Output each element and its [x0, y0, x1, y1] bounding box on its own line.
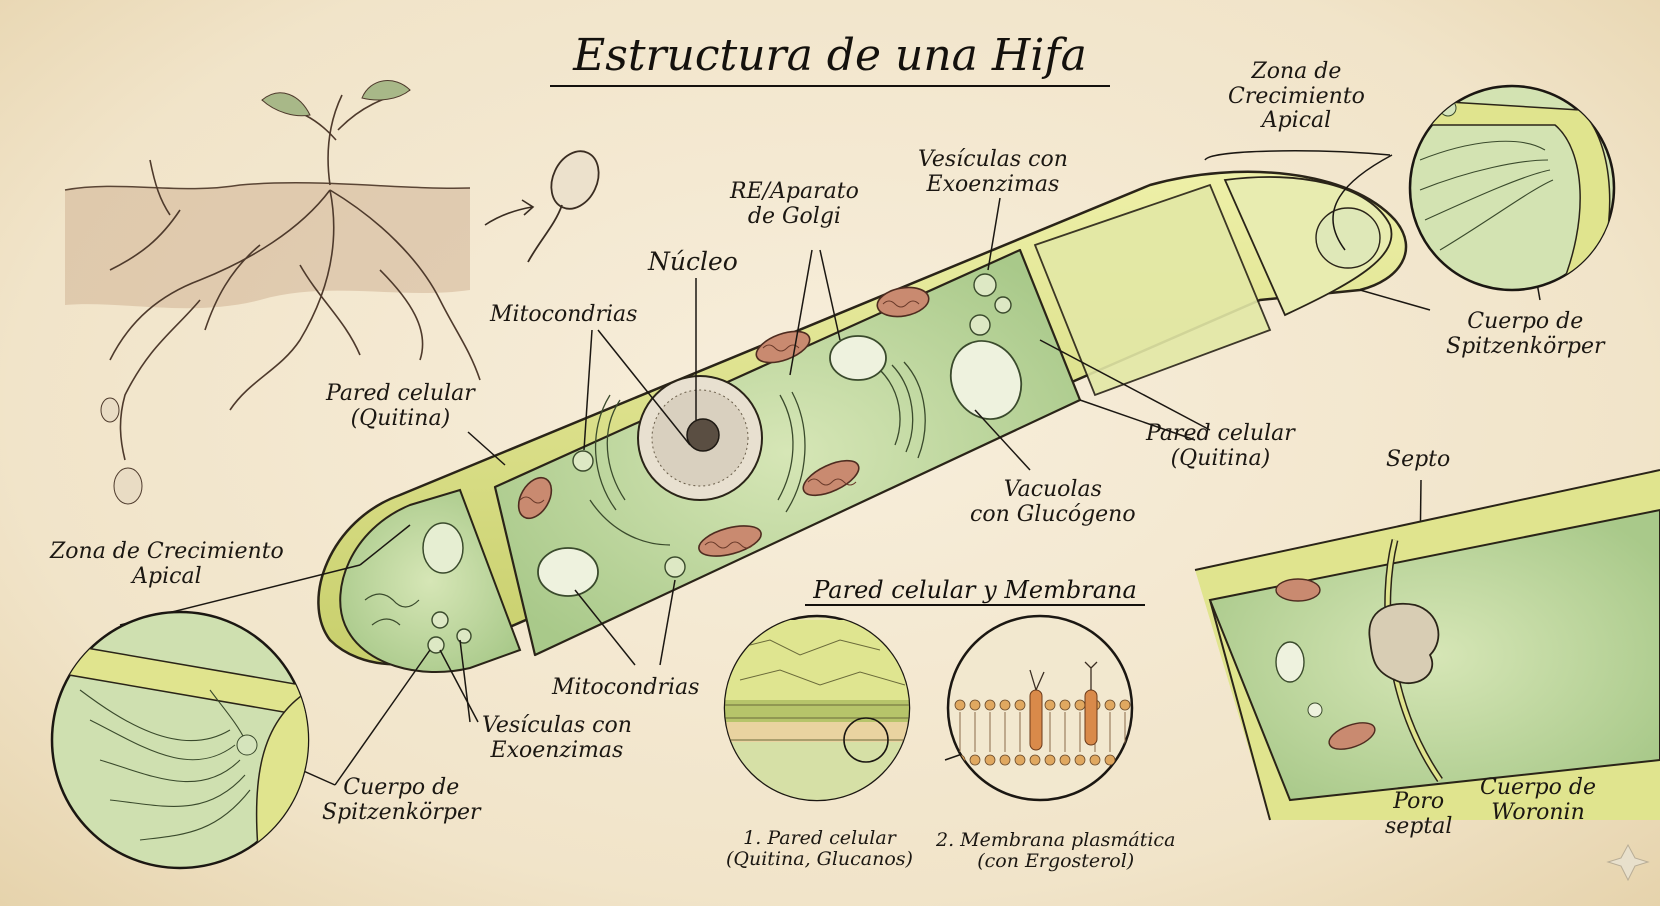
section-title: Pared celular y Membrana	[805, 576, 1145, 606]
label-vesiculas-bottom-line2: Exoenzimas	[490, 737, 624, 763]
label-nucleo: Núcleo	[648, 247, 738, 276]
label-zona-left-line1: Zona de Crecimiento	[50, 539, 284, 564]
label-cuerpo-bottom: Cuerpo de Spitzenkörper	[322, 775, 481, 825]
label-pared-right-line2: (Quitina)	[1170, 445, 1271, 471]
caption-membrana: 2. Membrana plasmática (con Ergosterol)	[936, 829, 1176, 873]
label-poro-line2: septal	[1385, 813, 1453, 839]
label-pared-right-line1: Pared celular	[1146, 421, 1295, 446]
label-pared-left-line1: Pared celular	[326, 381, 475, 406]
label-vesiculas-bottom-line1: Vesículas con	[482, 713, 632, 738]
label-cuerpo-top-line1: Cuerpo de	[1467, 309, 1584, 334]
label-woronin-line2: Woronin	[1491, 799, 1585, 825]
label-zona-top-line3: Apical	[1261, 108, 1332, 134]
soil-roots-sketch	[64, 80, 481, 505]
label-poro-line1: Poro	[1393, 789, 1445, 814]
label-cuerpo-bottom-line2: Spitzenkörper	[322, 799, 481, 825]
label-re-golgi-line2: de Golgi	[747, 203, 841, 229]
label-vesiculas-top-line1: Vesículas con	[918, 147, 1068, 172]
label-poro-septal: Poro septal	[1385, 789, 1453, 839]
main-hypha	[317, 170, 1408, 674]
label-pared-right: Pared celular (Quitina)	[1146, 421, 1295, 471]
label-vesiculas-top-line2: Exoenzimas	[926, 171, 1060, 197]
sparkle-icon	[1606, 843, 1650, 882]
left-zoom-circle	[50, 610, 310, 870]
label-vesiculas-top: Vesículas con Exoenzimas	[918, 147, 1068, 197]
caption-membrana-line1: 2. Membrana plasmática	[936, 829, 1176, 851]
caption-pared-line2: (Quitina, Glucanos)	[726, 848, 913, 871]
label-zona-top-line1: Zona de	[1251, 59, 1342, 84]
label-mitocondrias-top: Mitocondrias	[490, 302, 638, 327]
caption-membrana-line2: (con Ergosterol)	[977, 850, 1135, 873]
label-cuerpo-top-line2: Spitzenkörper	[1446, 333, 1605, 359]
caption-pared-line1: 1. Pared celular	[743, 827, 896, 849]
label-woronin-line1: Cuerpo de	[1480, 775, 1596, 800]
label-vacuolas-line1: Vacuolas	[1003, 477, 1102, 502]
label-zona-left: Zona de Crecimiento Apical	[50, 539, 284, 589]
caption-pared-celular: 1. Pared celular (Quitina, Glucanos)	[726, 827, 913, 871]
label-zona-top: Zona de Crecimiento Apical	[1228, 59, 1365, 134]
cell-wall-circle	[723, 614, 911, 802]
diagram-title: Estructura de una Hifa	[550, 30, 1110, 87]
label-cuerpo-bottom-line1: Cuerpo de	[343, 775, 460, 800]
label-cuerpo-top: Cuerpo de Spitzenkörper	[1446, 309, 1605, 359]
label-zona-left-line2: Apical	[132, 563, 202, 589]
spore-sketch	[484, 150, 600, 263]
label-vacuolas: Vacuolas con Glucógeno	[970, 477, 1136, 527]
membrane-circle	[946, 614, 1134, 802]
label-pared-left: Pared celular (Quitina)	[326, 381, 475, 431]
label-vacuolas-line2: con Glucógeno	[970, 501, 1136, 527]
label-re-golgi-line1: RE/Aparato	[730, 179, 859, 204]
label-zona-top-line2: Crecimiento	[1228, 83, 1365, 109]
label-mitocondrias-bottom: Mitocondrias	[552, 675, 700, 700]
septum-outline	[1194, 469, 1660, 821]
label-pared-left-line2: (Quitina)	[350, 405, 451, 431]
label-vesiculas-bottom: Vesículas con Exoenzimas	[482, 713, 632, 763]
label-woronin: Cuerpo de Woronin	[1480, 775, 1596, 825]
label-re-golgi: RE/Aparato de Golgi	[730, 179, 859, 229]
top-right-zoom-circle	[1408, 84, 1616, 292]
septum-closeup	[1195, 470, 1660, 820]
label-septo: Septo	[1386, 447, 1451, 472]
